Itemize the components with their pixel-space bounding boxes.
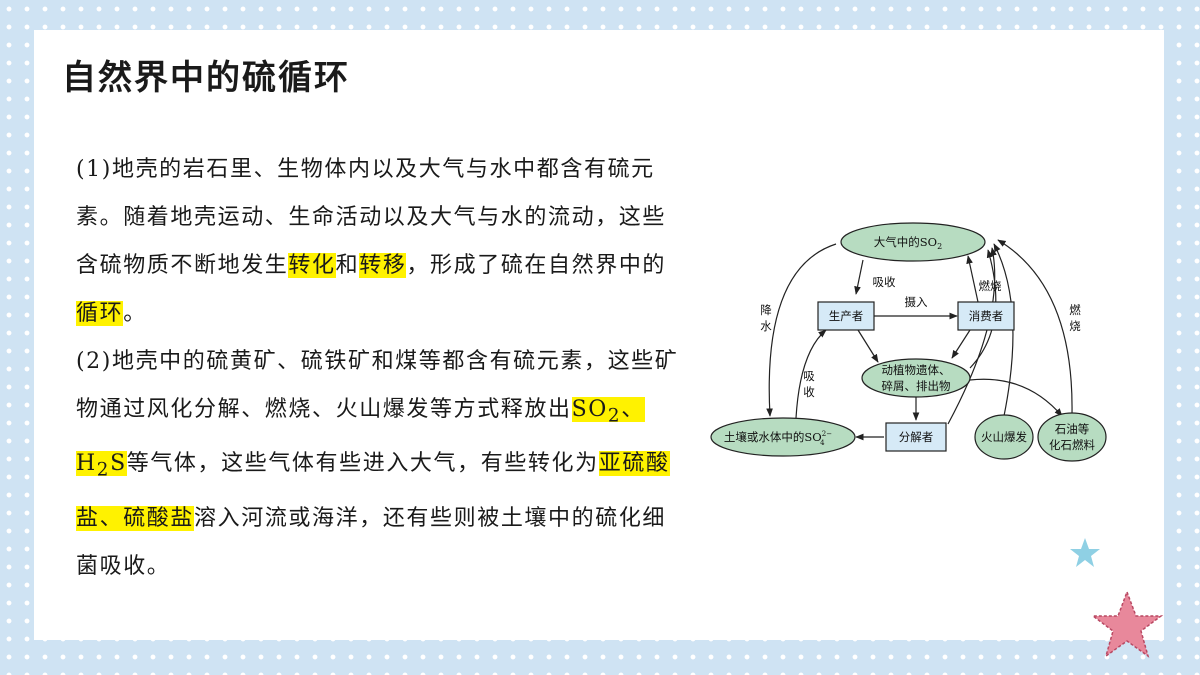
- content-card: [34, 30, 1164, 640]
- node-decomposer: [885, 422, 947, 452]
- edge-atmosphere-soil: [766, 243, 837, 417]
- node-producer: [817, 301, 875, 331]
- body-text: (1)地壳的岩石里、生物体内以及大气与水中都含有硫元素。随着地壳运动、生命活动以…: [76, 146, 686, 591]
- gas-so: SO: [571, 397, 608, 422]
- page-title: 自然界中的硫循环: [62, 58, 350, 98]
- label-consumer: 消费者: [969, 309, 1004, 323]
- p1-text-c: ，形成了硫在自然界中的: [406, 253, 667, 278]
- edge-label-rain-1: 降: [760, 303, 772, 317]
- edge-producer-remains: [857, 329, 879, 363]
- p2-text-a: (2)地壳中的硫黄矿、硫铁矿和煤等都含有硫元素，这些矿物通过风化分解、燃烧、火山…: [76, 349, 679, 422]
- large-star-icon: [1090, 589, 1164, 658]
- node-fossil: [1037, 412, 1107, 462]
- gas-s: S: [110, 451, 127, 477]
- highlight-transform: 转化: [288, 253, 336, 278]
- label-soil: 土壤或水体中的SO2−4: [724, 430, 832, 447]
- edge-fossil-atmosphere: [997, 239, 1073, 415]
- edge-remains-fossil: [969, 378, 1063, 417]
- label-fossil-line2: 化石燃料: [1049, 438, 1095, 452]
- diagram-labels: 大气中的SO2 生产者 消费者 动植物遗体、 碎屑、排出物 土壤或水体中的SO2…: [724, 235, 1096, 452]
- node-volcano: [974, 414, 1034, 460]
- edge-label-absorb-left-1: 吸: [803, 369, 815, 383]
- node-atmosphere: [840, 222, 986, 262]
- gas-separator: 、: [621, 397, 645, 422]
- label-remains-line1: 动植物遗体、: [882, 363, 951, 377]
- node-consumer: [957, 301, 1015, 331]
- edge-label-absorb-left-2: 收: [803, 385, 815, 399]
- gas-so-subscript: 2: [607, 405, 622, 427]
- node-soil: [710, 417, 856, 457]
- gas-h-subscript: 2: [96, 459, 111, 481]
- sulfur-cycle-diagram: 大气中的SO2 生产者 消费者 动植物遗体、 碎屑、排出物 土壤或水体中的SO2…: [710, 222, 1107, 462]
- edge-consumer-atmosphere: [966, 255, 979, 303]
- edge-label-rain-2: 水: [760, 319, 772, 333]
- label-decomposer: 分解者: [899, 430, 934, 444]
- edge-consumer-remains: [951, 329, 971, 359]
- label-atmosphere: 大气中的SO2: [874, 235, 942, 251]
- edge-atmosphere-producer: [854, 259, 864, 295]
- label-fossil-line1: 石油等: [1055, 422, 1090, 436]
- p2-text-b: 等气体，这些气体有些进入大气，有些转化为: [126, 451, 599, 477]
- small-star-icon: [1070, 538, 1100, 567]
- label-producer: 生产者: [829, 309, 864, 323]
- p2-text-c: 溶入河流或海洋，还有些则被土壤中的硫化细菌吸收。: [76, 505, 667, 579]
- diagram-edges: [766, 239, 1073, 441]
- paragraph-1: (1)地壳的岩石里、生物体内以及大气与水中都含有硫元素。随着地壳运动、生命活动以…: [76, 146, 686, 338]
- label-volcano: 火山爆发: [981, 430, 1027, 444]
- edge-label-burn-top: 燃烧: [979, 279, 1002, 293]
- highlight-transfer: 转移: [359, 253, 407, 278]
- p1-text-b: 和: [335, 253, 360, 278]
- highlight-cycle: 循环: [76, 301, 124, 326]
- p1-text-d: 。: [123, 301, 147, 326]
- gas-h: H: [76, 451, 97, 477]
- edge-label-absorb-top: 吸收: [873, 275, 896, 289]
- p1-text-a: (1)地壳的岩石里、生物体内以及大气与水中都含有硫元素。随着地壳运动、生命活动以…: [76, 157, 667, 278]
- node-remains: [861, 358, 971, 398]
- diagram-nodes: [710, 222, 1107, 462]
- edge-decomposer-atmosphere: [947, 247, 997, 425]
- paragraph-2: (2)地壳中的硫黄矿、硫铁矿和煤等都含有硫元素，这些矿物通过风化分解、燃烧、火山…: [76, 338, 686, 591]
- edge-label-ingest: 摄入: [905, 295, 928, 309]
- edge-label-burn-right-1: 燃: [1069, 303, 1081, 317]
- edge-soil-producer: [795, 329, 827, 419]
- label-remains-line2: 碎屑、排出物: [882, 379, 951, 393]
- edge-label-burn-right-2: 烧: [1069, 319, 1081, 333]
